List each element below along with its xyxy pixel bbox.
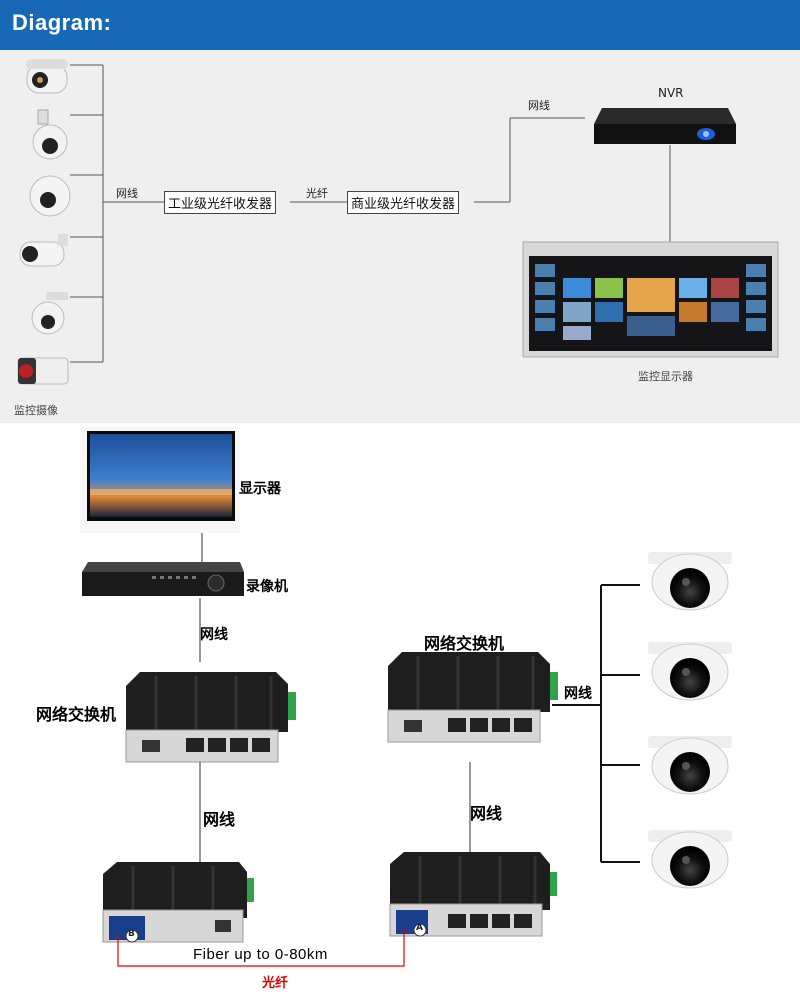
ptz-camera-icon (31, 292, 68, 335)
port-a-label: A (416, 923, 423, 933)
dome-camera-icon (648, 830, 732, 889)
switch-label-left: 网络交换机 (36, 705, 117, 724)
monitor-label: 监控显示器 (638, 370, 693, 383)
port-b-label: B (128, 929, 135, 939)
nvr-icon (594, 108, 736, 144)
fiber-transceiver-b-icon (102, 862, 254, 943)
cable-label: 网线 (470, 804, 503, 823)
recorder-label: 录像机 (246, 579, 288, 595)
cable-label: 网线 (564, 686, 592, 702)
fiber-label: 光纤 (306, 187, 328, 200)
camera-label: 监控摄像 (14, 404, 58, 417)
tv-icon (80, 427, 240, 533)
dome-camera-icon (648, 736, 732, 795)
cable-label: 网线 (116, 187, 138, 200)
dome-camera-icon (648, 642, 732, 701)
camera-icon (26, 59, 68, 94)
right-camera-bus-lines (552, 584, 640, 863)
display-label: 显示器 (239, 481, 281, 497)
page-title: Diagram: (12, 10, 112, 35)
camera-bus-lines (70, 64, 671, 363)
port-b-marker (125, 929, 139, 943)
network-switch-icon (125, 672, 296, 763)
fiber-link-line (117, 927, 405, 967)
box-camera-icon (17, 357, 69, 385)
cable-label: 网线 (203, 810, 236, 829)
ptz-camera-icon (32, 109, 68, 160)
monitor-icon (522, 241, 779, 358)
dome-camera-icon (29, 175, 71, 217)
cable-label: 网线 (528, 99, 550, 112)
header-bar: Diagram: (0, 0, 800, 50)
bullet-camera-icon (19, 234, 68, 267)
commercial-transceiver-box: 商业级光纤收发器 (347, 191, 460, 214)
industrial-transceiver-box: 工业级光纤收发器 (164, 191, 277, 214)
switch-label-right: 网络交换机 (424, 634, 505, 653)
dome-camera-icon (648, 552, 732, 611)
fiber-distance-label: Fiber up to 0-80km (193, 946, 328, 963)
network-switch-icon (387, 652, 558, 743)
cable-label: 网线 (200, 627, 228, 643)
nvr-label: NVR (658, 86, 684, 100)
port-a-marker (413, 923, 427, 937)
fiber-label: 光纤 (262, 976, 289, 991)
recorder-icon (82, 562, 244, 596)
